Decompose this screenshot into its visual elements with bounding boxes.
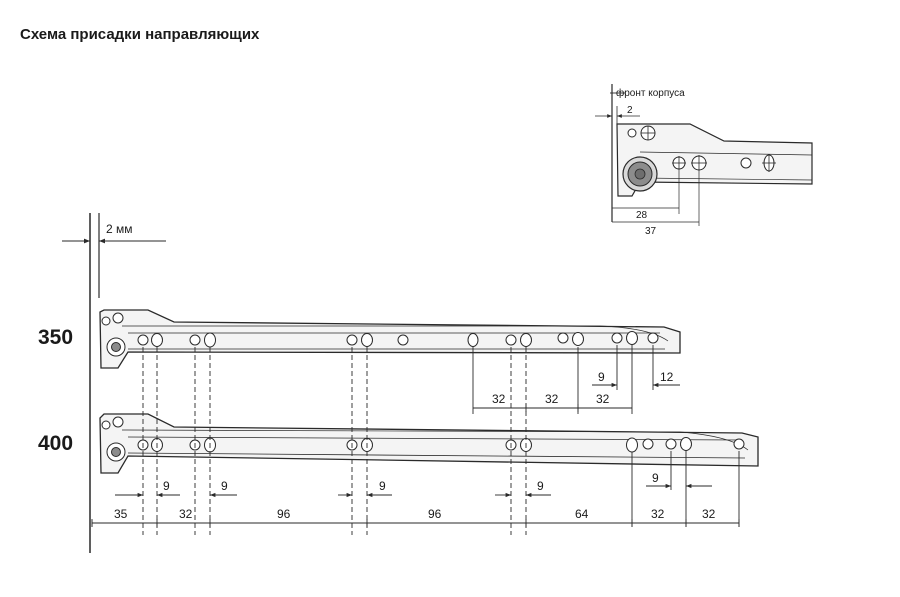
dim-400-64: 64	[575, 507, 589, 521]
dim-400-9-c: 9	[379, 479, 386, 493]
rail-400	[99, 413, 759, 474]
dim-400-96-a: 96	[277, 507, 291, 521]
size-label-350: 350	[38, 326, 74, 349]
detail-dim-37: 37	[645, 226, 657, 237]
dim-400-9-d: 9	[537, 479, 544, 493]
front-gap-label: 2 мм	[106, 222, 133, 236]
projection-lines	[142, 347, 527, 535]
dim-350-32-a: 32	[492, 392, 506, 406]
detail-dim-28: 28	[636, 210, 648, 221]
dim-400-9-e: 9	[652, 471, 659, 485]
dim-400-96-b: 96	[428, 507, 442, 521]
rail-350	[99, 309, 681, 369]
dim-400-32-a: 32	[179, 507, 193, 521]
front-reference: 2 мм	[62, 213, 166, 553]
dim-400-9-a: 9	[163, 479, 170, 493]
rail-400-dimensions: 9 9 9 9 9	[91, 471, 740, 527]
dim-400-9-b: 9	[221, 479, 228, 493]
page-title: Схема присадки направляющих	[20, 26, 260, 43]
dim-400-32-c: 32	[702, 507, 716, 521]
dim-350-12: 12	[660, 370, 674, 384]
size-label-400: 400	[38, 432, 74, 455]
dim-350-32-b: 32	[545, 392, 559, 406]
dim-400-35: 35	[114, 507, 128, 521]
dim-350-32-c: 32	[596, 392, 610, 406]
dim-350-9: 9	[598, 370, 605, 384]
dim-400-32-b: 32	[651, 507, 665, 521]
rail-350-dimensions: 9 12 32 32 32	[473, 370, 680, 412]
extension-lines	[91, 345, 740, 527]
detail-front-label: фронт корпуса	[616, 87, 685, 99]
detail-view: фронт корпуса 2	[595, 84, 813, 237]
detail-gap: 2	[627, 105, 633, 116]
